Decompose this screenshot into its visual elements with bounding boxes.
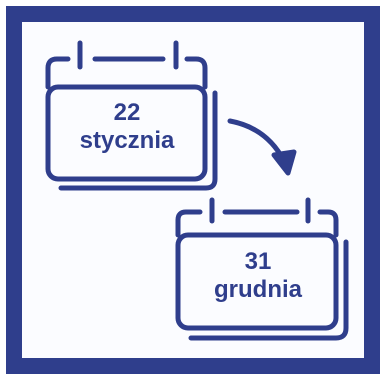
calendar-icon <box>175 197 349 341</box>
canvas: 22 stycznia 31 grudnia <box>22 22 364 358</box>
from-day: 22 <box>113 99 141 126</box>
to-date-label: 31 grudnia <box>182 248 334 303</box>
calendar-icon <box>45 40 218 191</box>
to-month: grudnia <box>214 275 302 303</box>
outer-frame: 22 stycznia 31 grudnia <box>6 6 380 374</box>
illustration <box>45 40 349 341</box>
to-day: 31 <box>244 248 272 275</box>
curved-arrow-icon <box>227 118 297 176</box>
from-date-label: 22 stycznia <box>52 99 202 154</box>
from-month: stycznia <box>79 126 175 154</box>
